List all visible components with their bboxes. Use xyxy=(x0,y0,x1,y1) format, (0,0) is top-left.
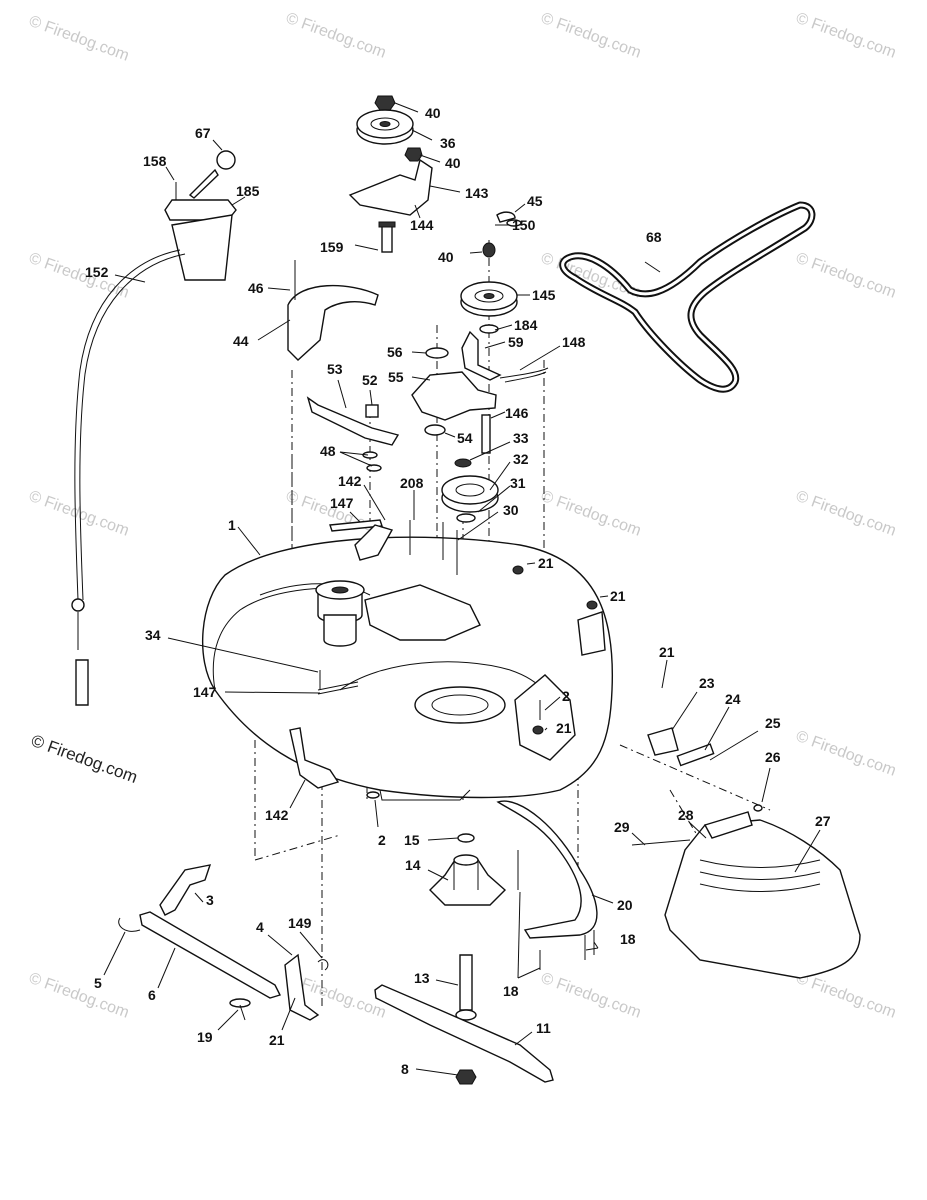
callout-33: 33 xyxy=(513,430,529,446)
watermark: © Firedog.com xyxy=(794,970,899,1022)
callout-48: 48 xyxy=(320,443,336,459)
callout-44: 44 xyxy=(233,333,249,349)
callout-67: 67 xyxy=(195,125,211,141)
callout-26: 26 xyxy=(765,749,781,765)
callout-14: 14 xyxy=(405,857,421,873)
front-hanger xyxy=(118,864,329,1021)
stabilizer xyxy=(496,800,598,970)
callout-20: 20 xyxy=(617,897,633,913)
callout-144: 144 xyxy=(410,217,434,233)
callout-27: 27 xyxy=(815,813,831,829)
callout-32: 32 xyxy=(513,451,529,467)
callout-145: 145 xyxy=(532,287,556,303)
callout-152: 152 xyxy=(85,264,109,280)
callout-158: 158 xyxy=(143,153,167,169)
watermark: © Firedog.com xyxy=(27,13,132,65)
callout-31: 31 xyxy=(510,475,526,491)
callout-21-b: 21 xyxy=(610,588,626,604)
bracket-group-left xyxy=(306,396,400,561)
callout-68: 68 xyxy=(646,229,662,245)
callout-59: 59 xyxy=(508,334,524,350)
callout-142-bottom: 142 xyxy=(265,807,289,823)
lower-deck-hardware xyxy=(289,565,598,799)
watermark: © Firedog.com xyxy=(794,10,899,62)
watermark: © Firedog.com xyxy=(284,10,389,62)
idler-stack-right xyxy=(460,211,549,383)
callout-34: 34 xyxy=(145,627,161,643)
callout-21-e: 21 xyxy=(659,644,675,660)
discharge-chute xyxy=(631,727,861,979)
callout-52: 52 xyxy=(362,372,378,388)
mower-deck xyxy=(201,536,614,801)
callout-146: 146 xyxy=(505,405,529,421)
watermark: © Firedog.com xyxy=(539,970,644,1022)
callout-18-a: 18 xyxy=(503,983,519,999)
drive-belt xyxy=(559,201,816,393)
callout-208: 208 xyxy=(400,475,424,491)
callout-2-a: 2 xyxy=(562,688,570,704)
callout-148: 148 xyxy=(562,334,586,350)
callout-56: 56 xyxy=(387,344,403,360)
copyright-credit: © Firedog.com xyxy=(29,731,140,787)
callout-55: 55 xyxy=(388,369,404,385)
callout-24: 24 xyxy=(725,691,741,707)
lift-control xyxy=(71,150,237,706)
callout-6: 6 xyxy=(148,987,156,1003)
callout-185: 185 xyxy=(236,183,260,199)
callout-184: 184 xyxy=(514,317,538,333)
callout-21-a: 21 xyxy=(538,555,554,571)
callout-53: 53 xyxy=(327,361,343,377)
callout-4: 4 xyxy=(256,919,264,935)
callout-29: 29 xyxy=(614,819,630,835)
callout-150: 150 xyxy=(512,217,536,233)
deck-pulley-left xyxy=(315,580,365,647)
center-pulley xyxy=(409,458,499,575)
watermark: © Firedog.com xyxy=(27,488,132,540)
callout-5: 5 xyxy=(94,975,102,991)
callout-30: 30 xyxy=(503,502,519,518)
callout-40-top: 40 xyxy=(425,105,441,121)
callout-147-top: 147 xyxy=(330,495,354,511)
callout-11: 11 xyxy=(536,1020,551,1036)
callout-2-b: 2 xyxy=(378,832,386,848)
callout-159: 159 xyxy=(320,239,344,255)
callout-46: 46 xyxy=(248,280,264,296)
leader-lines xyxy=(103,102,821,1076)
callout-28: 28 xyxy=(678,807,694,823)
watermark: © Firedog.com xyxy=(27,970,132,1022)
watermark: © Firedog.com xyxy=(794,728,899,780)
callout-8: 8 xyxy=(401,1061,409,1077)
callout-40-mid: 40 xyxy=(445,155,461,171)
belt-guard xyxy=(287,260,379,361)
callout-15: 15 xyxy=(404,832,420,848)
callout-142-top: 142 xyxy=(338,473,362,489)
watermark: © Firedog.com xyxy=(794,488,899,540)
callout-143: 143 xyxy=(465,185,489,201)
watermark: © Firedog.com xyxy=(794,250,899,302)
callout-13: 13 xyxy=(414,970,430,986)
callout-54: 54 xyxy=(457,430,473,446)
callout-25: 25 xyxy=(765,715,781,731)
callout-45: 45 xyxy=(527,193,543,209)
callout-36: 36 xyxy=(440,135,456,151)
callout-19: 19 xyxy=(197,1029,213,1045)
callout-18-b: 18 xyxy=(620,931,636,947)
callout-labels: 40 36 40 143 144 45 150 159 40 145 184 5… xyxy=(85,105,831,1077)
watermark: © Firedog.com xyxy=(539,10,644,62)
spindle-assembly xyxy=(374,833,554,1085)
callout-147-bottom: 147 xyxy=(193,684,217,700)
watermark: © Firedog.com xyxy=(539,488,644,540)
callout-149: 149 xyxy=(288,915,312,931)
callout-23: 23 xyxy=(699,675,715,691)
idler-arm xyxy=(411,347,497,454)
watermark: © Firedog.com xyxy=(27,250,132,302)
callout-1: 1 xyxy=(228,517,236,533)
callout-40-right: 40 xyxy=(438,249,454,265)
callout-3: 3 xyxy=(206,892,214,908)
callout-21-d: 21 xyxy=(269,1032,285,1048)
callout-21-c: 21 xyxy=(556,720,572,736)
